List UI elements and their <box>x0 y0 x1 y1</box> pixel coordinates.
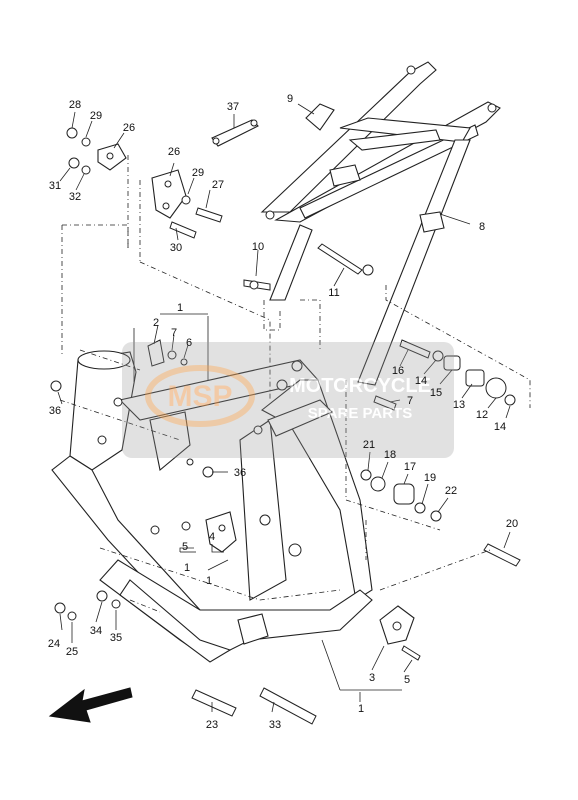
callout-9: 9 <box>287 93 293 105</box>
callout-13: 13 <box>453 399 465 411</box>
callout-20: 20 <box>506 518 518 530</box>
pivot-hardware <box>360 339 521 567</box>
callout-29-b: 29 <box>192 167 204 179</box>
callout-11: 11 <box>328 287 339 299</box>
callout-32: 32 <box>69 191 81 203</box>
callout-14: 14 <box>415 375 427 387</box>
callout-35: 35 <box>110 632 122 644</box>
rear-subframe <box>260 61 501 223</box>
callout-2: 2 <box>153 317 159 329</box>
callout-17: 17 <box>404 461 416 473</box>
part-37-bracket <box>211 119 259 147</box>
callout-26-b: 26 <box>168 146 180 158</box>
callout-15: 15 <box>430 387 442 399</box>
callout-30: 30 <box>170 242 182 254</box>
watermark-logo-ring <box>145 365 255 427</box>
callout-1-b: 1 <box>184 562 190 574</box>
callout-26: 26 <box>123 122 135 134</box>
callout-7-b: 7 <box>407 395 413 407</box>
watermark-line2: SPARE PARTS <box>308 405 412 422</box>
callout-12: 12 <box>476 409 488 421</box>
callout-1-c: 1 <box>206 575 212 587</box>
callout-3: 3 <box>369 672 375 684</box>
callout-8: 8 <box>479 221 485 233</box>
lower-engine-mount-3 <box>379 605 415 645</box>
callout-34: 34 <box>90 625 102 637</box>
callout-23: 23 <box>206 719 218 731</box>
watermark-logo-text: MSP <box>167 380 232 413</box>
callout-31: 31 <box>49 180 61 192</box>
engine-mount-bracket-26a <box>97 143 127 171</box>
callout-5-b: 5 <box>404 674 410 686</box>
engine-mount-bracket-26b <box>151 169 187 219</box>
callout-labels: 28 29 26 31 32 26 29 27 30 37 9 8 10 11 … <box>48 93 518 731</box>
main-frame <box>51 350 373 663</box>
callout-14-b: 14 <box>494 421 506 433</box>
callout-10: 10 <box>252 241 264 253</box>
callout-1: 1 <box>177 302 183 314</box>
callout-5: 5 <box>182 541 188 553</box>
callout-33: 33 <box>269 719 281 731</box>
lower-bolts <box>50 264 421 725</box>
callout-36: 36 <box>49 405 61 417</box>
callout-19: 19 <box>424 472 436 484</box>
engine-bracket-4 <box>205 511 237 553</box>
callout-7: 7 <box>171 327 177 339</box>
callout-37: 37 <box>227 101 239 113</box>
subframe-lower-brace <box>269 139 471 386</box>
callout-4: 4 <box>209 531 215 543</box>
callout-leaders <box>57 103 511 713</box>
clip-assembly <box>147 339 188 367</box>
callout-21: 21 <box>363 439 375 451</box>
callout-29: 29 <box>90 110 102 122</box>
callout-18: 18 <box>384 449 396 461</box>
front-direction-arrow <box>48 687 133 723</box>
part-9-block <box>305 103 335 131</box>
callout-28: 28 <box>69 99 81 111</box>
callout-6: 6 <box>186 337 192 349</box>
watermark: MSP MOTORCYCLE SPARE PARTS <box>122 342 454 458</box>
callout-25: 25 <box>66 646 78 658</box>
watermark-line1: MOTORCYCLE <box>289 375 431 397</box>
callout-27: 27 <box>212 179 224 191</box>
callout-36-b: 36 <box>234 467 246 479</box>
callout-22: 22 <box>445 485 457 497</box>
callout-24: 24 <box>48 638 60 650</box>
reference-lines <box>59 155 531 613</box>
callout-16: 16 <box>392 365 404 377</box>
callout-1-d: 1 <box>358 703 364 715</box>
